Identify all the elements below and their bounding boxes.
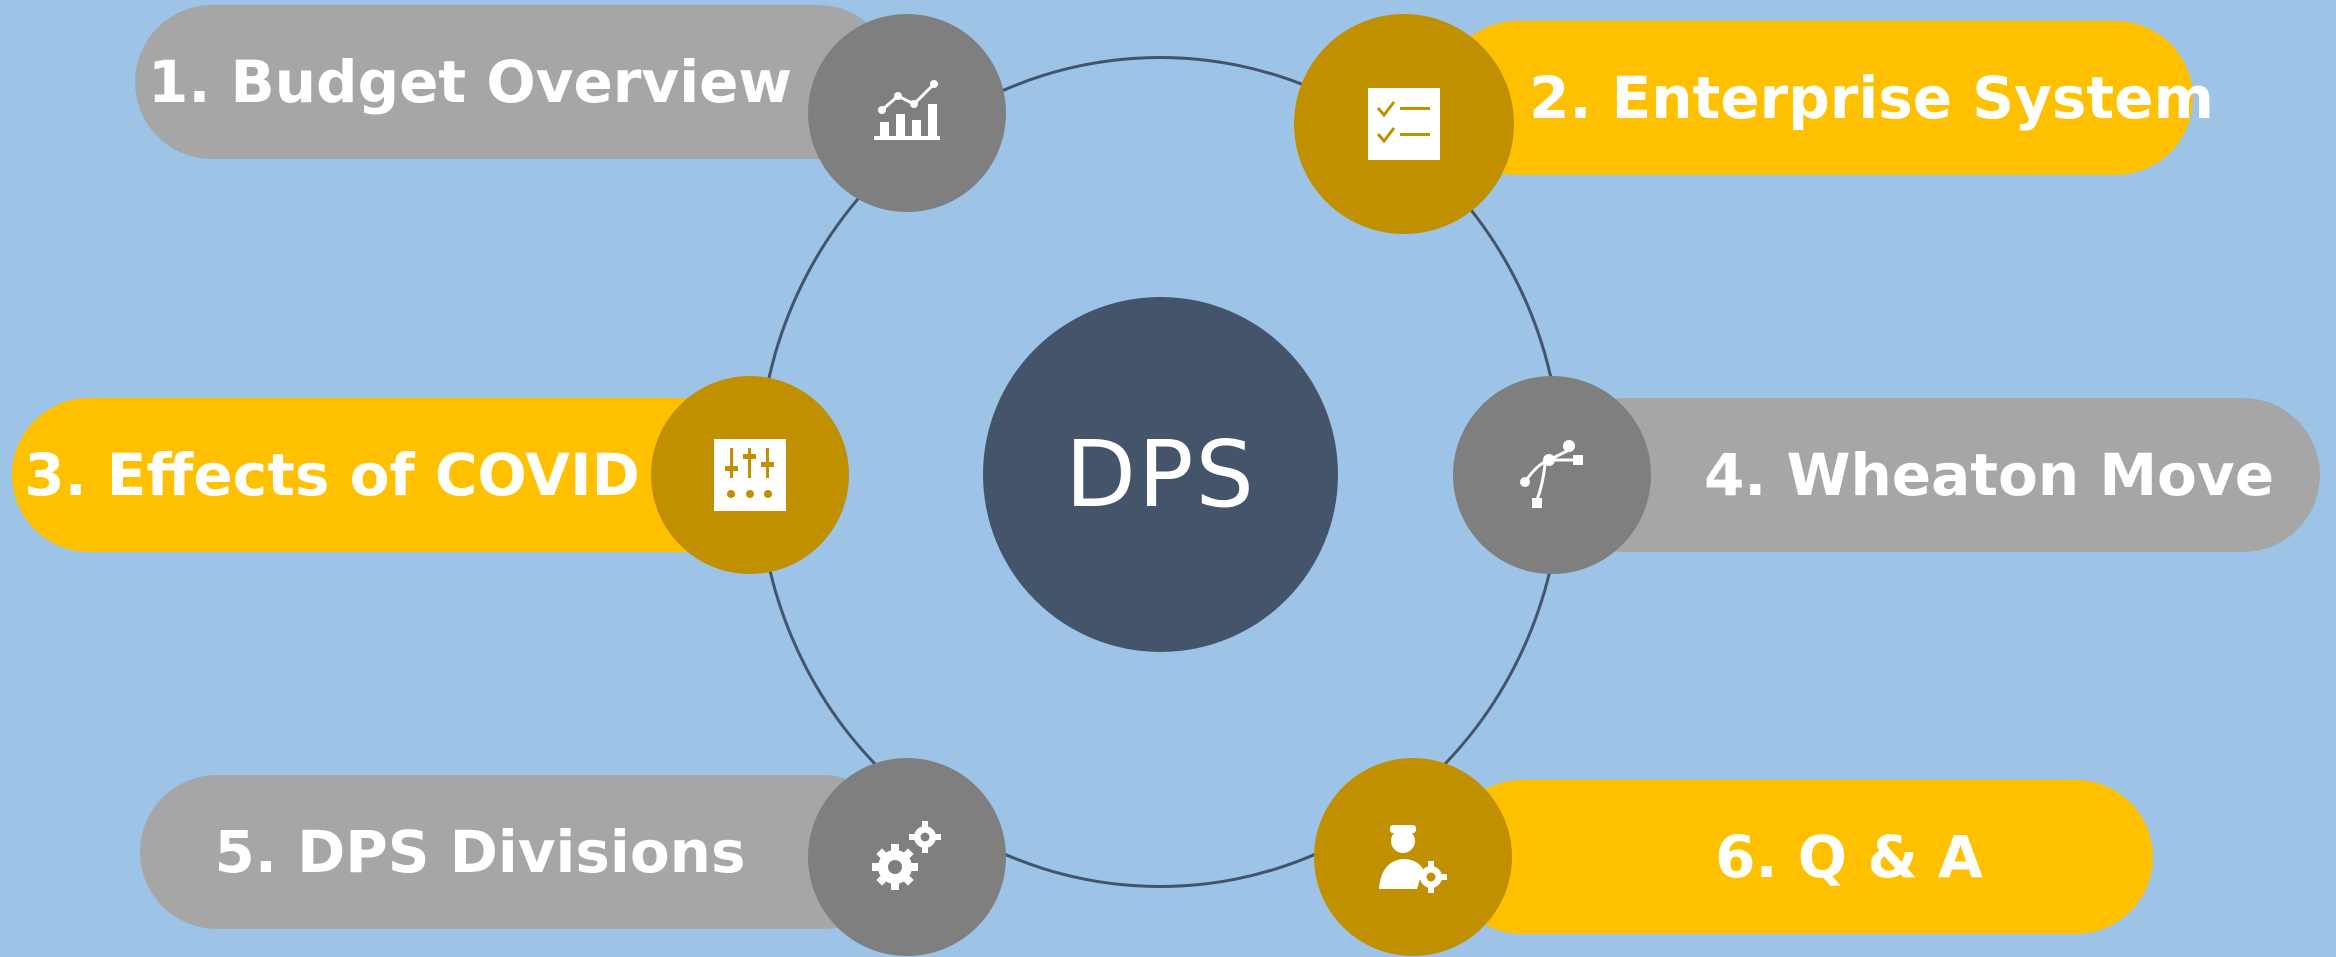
badge-enterprise-system <box>1294 14 1514 234</box>
badge-q-and-a <box>1314 758 1512 956</box>
center-label: DPS <box>1065 421 1256 528</box>
gears-icon <box>872 821 941 890</box>
badge-effects-of-covid <box>651 376 849 574</box>
item-label: 6. Q & A <box>1715 823 1983 891</box>
item-label: 3. Effects of COVID <box>24 441 640 509</box>
badge-budget-overview <box>808 14 1006 212</box>
item-wheaton-move[interactable]: 4. Wheaton Move <box>1548 398 2320 552</box>
user-gear-icon <box>1379 825 1447 893</box>
item-label: 4. Wheaton Move <box>1703 441 2275 509</box>
badge-wheaton-move <box>1453 376 1651 574</box>
item-effects-of-covid[interactable]: 3. Effects of COVID <box>12 398 772 552</box>
branch-path-icon <box>1520 440 1583 508</box>
line-bar-chart-icon <box>874 80 940 140</box>
item-q-and-a[interactable]: 6. Q & A <box>1445 780 2153 934</box>
badge-dps-divisions <box>808 758 1006 956</box>
item-budget-overview[interactable]: 1. Budget Overview <box>135 5 895 159</box>
checklist-icon <box>1368 88 1440 160</box>
item-label: 5. DPS Divisions <box>214 818 746 886</box>
center-hub: DPS <box>983 297 1338 652</box>
item-dps-divisions[interactable]: 5. DPS Divisions <box>140 775 900 929</box>
item-label: 2. Enterprise System <box>1529 64 2214 132</box>
sliders-panel-icon <box>714 439 786 511</box>
item-enterprise-system[interactable]: 2. Enterprise System <box>1440 21 2214 175</box>
item-label: 1. Budget Overview <box>147 48 793 116</box>
